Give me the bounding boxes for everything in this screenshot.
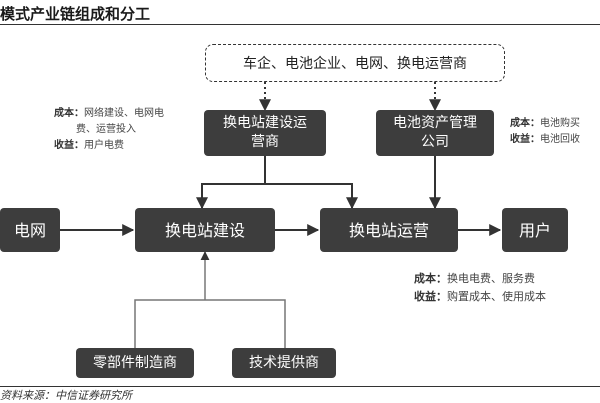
- bottom-revenue-label: 收益：: [414, 290, 447, 303]
- right-cost-label: 成本：: [510, 118, 540, 129]
- builder-operator-line1: 换电站建设运: [223, 115, 307, 131]
- battery-asset-line1: 电池资产管理: [393, 115, 477, 131]
- right-cost-value: 电池购买: [540, 118, 580, 129]
- parts-maker-node: 零部件制造商: [76, 348, 194, 378]
- bottom-right-note: 成本：换电电费、服务费 收益：购置成本、使用成本: [414, 270, 546, 306]
- edge-builder-split: [196, 156, 266, 210]
- edge-builder-to-operation: [265, 183, 358, 210]
- station-construction-node: 换电站建设: [135, 208, 275, 252]
- page-title: 模式产业链组成和分工: [0, 5, 151, 23]
- battery-asset-line2: 公司: [421, 134, 449, 150]
- left-note: 成本：网络建设、电网电 费、运营投入 收益：用户电费: [54, 106, 164, 154]
- bottom-cost-label: 成本：: [414, 272, 447, 285]
- bottom-revenue-value: 购置成本、使用成本: [447, 290, 546, 303]
- grid-node: 电网: [0, 208, 60, 252]
- builder-operator-node: 换电站建设运 营商: [204, 110, 326, 156]
- source-note: 资料来源：中信证券研究所: [0, 389, 132, 402]
- tech-provider-node: 技术提供商: [232, 348, 336, 378]
- footer-divider: [0, 386, 600, 387]
- left-cost-label: 成本：: [54, 108, 84, 119]
- right-note: 成本：电池购买 收益：电池回收: [510, 116, 580, 148]
- bottom-cost-value: 换电电费、服务费: [447, 272, 535, 285]
- builder-operator-line2: 营商: [251, 134, 279, 150]
- right-revenue-value: 电池回收: [540, 134, 580, 145]
- left-revenue-label: 收益：: [54, 140, 84, 151]
- right-revenue-label: 收益：: [510, 134, 540, 145]
- title-divider: [0, 24, 600, 25]
- edge-suppliers-to-construction: [134, 299, 286, 348]
- left-revenue-value: 用户电费: [84, 140, 124, 151]
- station-operation-node: 换电站运营: [320, 208, 458, 252]
- left-cost-line2: 费、运营投入: [76, 124, 136, 135]
- user-node: 用户: [502, 208, 568, 252]
- left-cost-line1: 网络建设、电网电: [84, 108, 164, 119]
- stakeholders-box: 车企、电池企业、电网、换电运营商: [205, 44, 505, 82]
- battery-asset-node: 电池资产管理 公司: [376, 110, 494, 156]
